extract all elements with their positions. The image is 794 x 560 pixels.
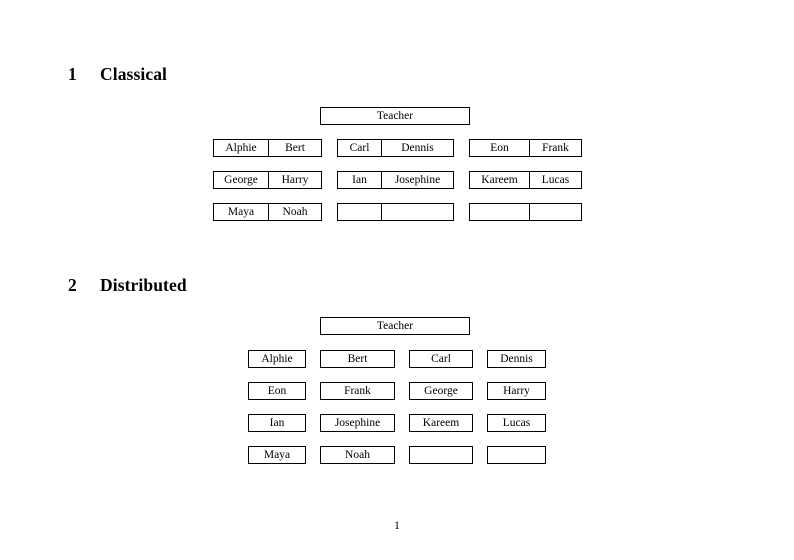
table-row [337,203,454,221]
table-cell: Alphie [225,142,257,154]
section-title: Distributed [100,275,187,295]
table-cell: George [224,174,258,186]
distributed-box: George [409,382,473,400]
table-row: Carl Dennis [337,139,454,157]
section-heading-classical: 1 Classical [68,64,167,85]
table-cell-empty [529,204,581,220]
distributed-box: Harry [487,382,546,400]
distributed-box: Lucas [487,414,546,432]
teacher-box-distributed: Teacher [320,317,470,335]
table-cell-empty [470,204,529,220]
distributed-box: Kareem [409,414,473,432]
distributed-box: Carl [409,350,473,368]
section-number: 1 [68,64,77,84]
table-row: Ian Josephine [337,171,454,189]
table-row [469,203,582,221]
table-cell-empty [338,204,381,220]
distributed-box: Eon [248,382,306,400]
table-cell: Noah [268,204,321,220]
distributed-box: Frank [320,382,395,400]
distributed-box: Dennis [487,350,546,368]
table-row: Eon Frank [469,139,582,157]
table-cell: Bert [268,140,321,156]
table-row: George Harry [213,171,322,189]
page-number: 1 [394,520,400,532]
distributed-box-empty [409,446,473,464]
distributed-box: Maya [248,446,306,464]
table-cell: Lucas [529,172,581,188]
table-cell: Eon [490,142,509,154]
distributed-box: Bert [320,350,395,368]
section-number: 2 [68,275,77,295]
distributed-box: Noah [320,446,395,464]
table-cell: Dennis [381,140,453,156]
table-cell: Ian [352,174,367,186]
table-cell: Kareem [481,174,518,186]
distributed-box-empty [487,446,546,464]
distributed-box: Ian [248,414,306,432]
table-cell: Josephine [381,172,453,188]
table-row: Alphie Bert [213,139,322,157]
section-heading-distributed: 2 Distributed [68,275,187,296]
table-cell: Harry [268,172,321,188]
table-cell: Carl [349,142,370,154]
table-cell-empty [381,204,453,220]
table-row: Kareem Lucas [469,171,582,189]
distributed-box: Josephine [320,414,395,432]
section-title: Classical [100,64,168,84]
distributed-box: Alphie [248,350,306,368]
table-cell: Frank [529,140,581,156]
table-cell: Maya [227,206,255,218]
teacher-box-classical: Teacher [320,107,470,125]
table-row: Maya Noah [213,203,322,221]
